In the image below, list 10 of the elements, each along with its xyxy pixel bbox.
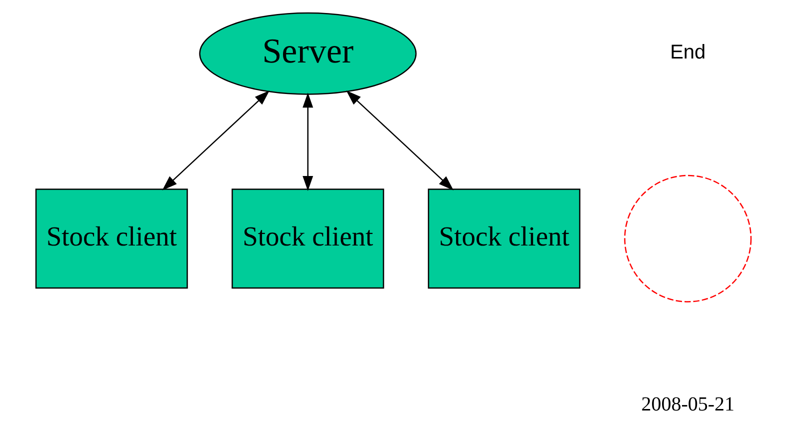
- label: 2008-05-21: [641, 393, 735, 416]
- node-circle: [624, 174, 752, 302]
- node-box: Stock client: [35, 188, 188, 289]
- arrow: [346, 90, 454, 190]
- arrow: [162, 90, 270, 190]
- node-ellipse: Server: [199, 12, 417, 95]
- node-box: Stock client: [232, 188, 384, 289]
- label: End: [670, 41, 706, 64]
- node-box: Stock client: [428, 188, 580, 289]
- arrow: [302, 92, 314, 191]
